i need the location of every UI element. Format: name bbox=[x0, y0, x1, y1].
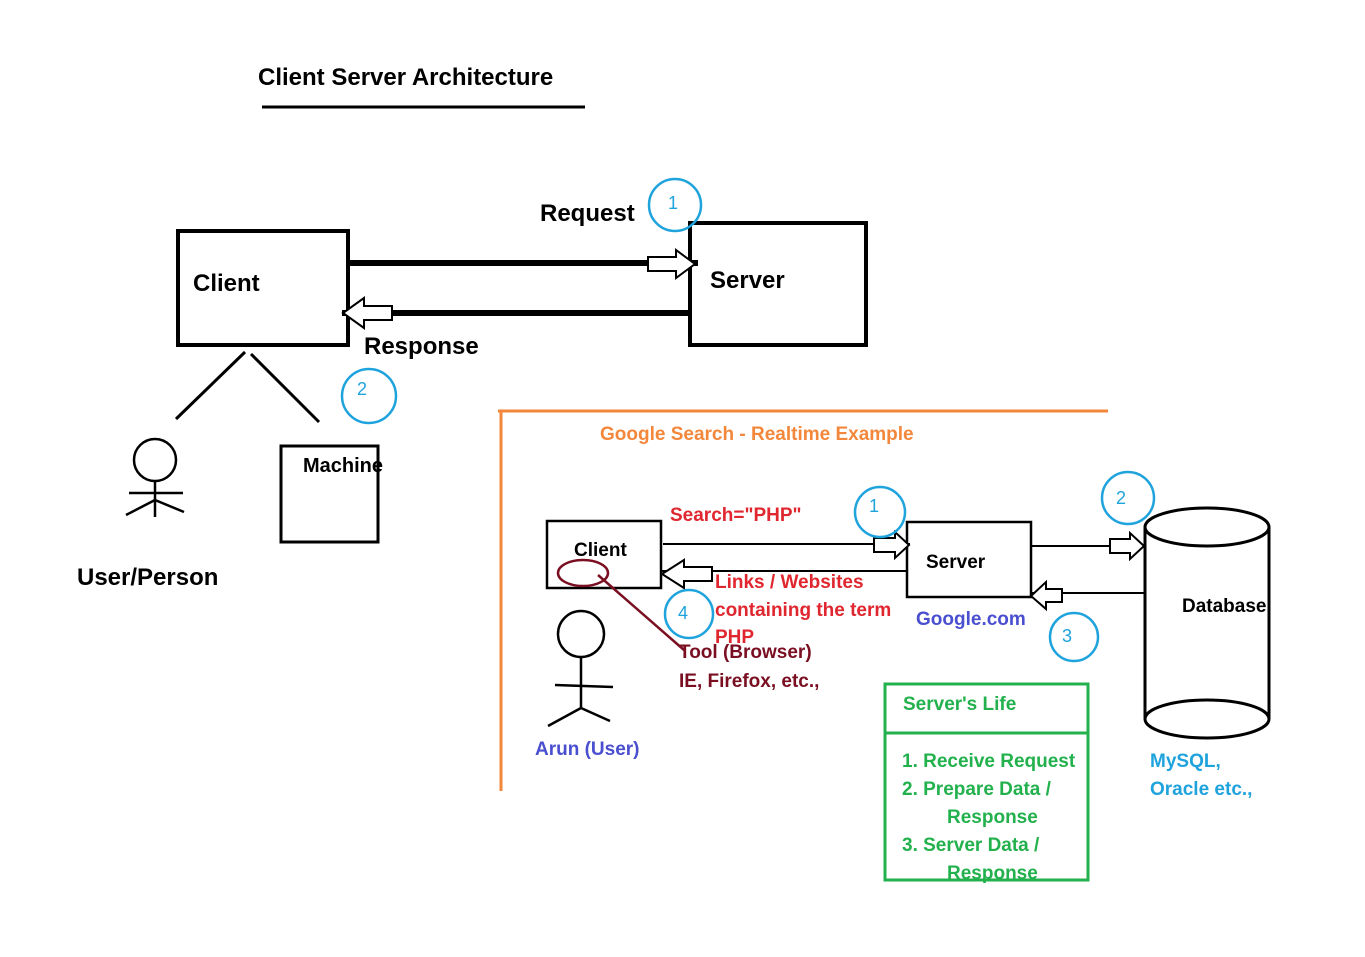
arun-user-label: Arun (User) bbox=[535, 739, 640, 760]
example-server-box bbox=[905, 520, 1033, 599]
client-box bbox=[176, 229, 350, 347]
links-label-line1: Links / Websites bbox=[715, 572, 864, 593]
example-step-number-3: 3 bbox=[1062, 626, 1073, 646]
server-site-label: Google.com bbox=[916, 609, 1026, 630]
links-arrowhead bbox=[660, 558, 713, 590]
step-number-1: 1 bbox=[668, 193, 679, 213]
example-step-number-1: 1 bbox=[869, 496, 880, 516]
client-branch-left bbox=[174, 350, 247, 421]
example-step-circle-2 bbox=[1100, 470, 1156, 526]
step-circle-2 bbox=[340, 367, 398, 425]
person-icon bbox=[125, 437, 185, 517]
database-label: Database bbox=[1182, 596, 1267, 617]
browser-pointer-line bbox=[597, 574, 685, 651]
server-life-title: Server's Life bbox=[903, 694, 1017, 715]
database-cylinder-icon bbox=[1143, 506, 1271, 740]
step-circle-1 bbox=[647, 177, 703, 233]
tool-label-line2: IE, Firefox, etc., bbox=[679, 671, 820, 692]
server-box bbox=[688, 221, 868, 347]
machine-label: Machine bbox=[303, 455, 384, 477]
server-life-box bbox=[883, 682, 1090, 882]
client-branch-right bbox=[249, 352, 321, 424]
request-arrowhead bbox=[647, 248, 697, 280]
browser-highlight-ellipse bbox=[556, 558, 610, 588]
server-label: Server bbox=[710, 267, 785, 294]
example-step-circle-1 bbox=[853, 485, 907, 539]
example-step-circle-3 bbox=[1048, 611, 1100, 663]
example-step-number-2: 2 bbox=[1116, 488, 1127, 508]
client-label: Client bbox=[193, 270, 260, 297]
server-life-item-1: 1. Receive Request bbox=[902, 751, 1076, 772]
machine-box bbox=[279, 444, 380, 544]
example-step-number-4: 4 bbox=[678, 603, 689, 623]
page-title: Client Server Architecture bbox=[258, 64, 554, 91]
step-number-2: 2 bbox=[357, 379, 368, 399]
db-types-line1: MySQL, bbox=[1150, 751, 1221, 772]
server-db-arrowhead bbox=[1109, 530, 1146, 562]
example-client-box bbox=[545, 519, 663, 590]
tool-label-line1: Tool (Browser) bbox=[679, 642, 812, 663]
response-label: Response bbox=[364, 333, 479, 360]
links-label-line3: PHP bbox=[715, 627, 755, 648]
server-life-item-2a: 2. Prepare Data / bbox=[902, 779, 1051, 800]
response-arrowhead bbox=[341, 296, 393, 330]
search-query-label: Search="PHP" bbox=[670, 505, 802, 526]
request-label: Request bbox=[540, 200, 635, 227]
links-label-line2: containing the term bbox=[715, 600, 892, 621]
server-life-item-3a: 3. Server Data / bbox=[902, 835, 1040, 856]
arun-person-icon bbox=[547, 609, 614, 728]
example-server-label: Server bbox=[926, 552, 986, 573]
example-heading: Google Search - Realtime Example bbox=[600, 424, 914, 445]
user-person-label: User/Person bbox=[77, 564, 219, 591]
server-life-item-3b: Response bbox=[947, 863, 1038, 884]
example-client-label: Client bbox=[574, 540, 627, 561]
db-types-line2: Oracle etc., bbox=[1150, 779, 1253, 800]
example-step-circle-4 bbox=[663, 588, 715, 640]
server-life-item-2b: Response bbox=[947, 807, 1038, 828]
db-server-arrowhead bbox=[1029, 579, 1063, 612]
search-arrowhead bbox=[873, 529, 911, 561]
